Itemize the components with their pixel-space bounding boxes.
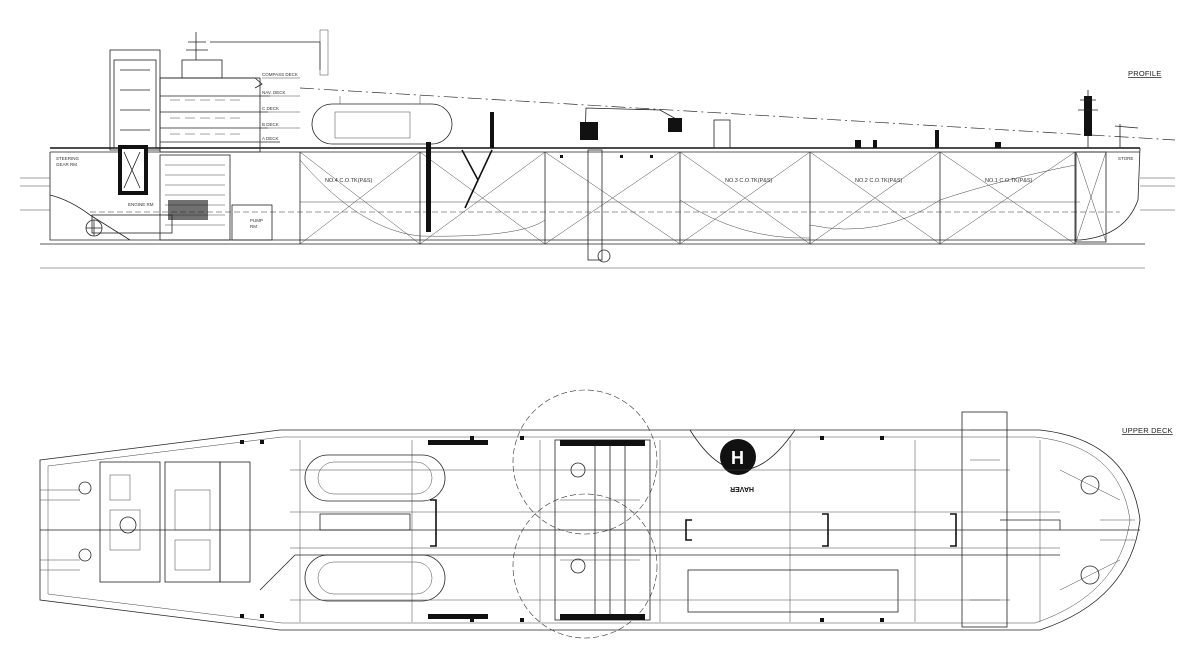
store-label: STORE (1118, 156, 1133, 161)
deck-capsule (311, 96, 453, 145)
upper-deck-title: UPPER DECK (1122, 426, 1173, 435)
fore-mast (20, 90, 1175, 243)
deck-fittings (560, 130, 1001, 158)
deck-hatch (687, 569, 899, 613)
b-deck-label: B DECK (262, 122, 279, 127)
stern-line (49, 194, 131, 241)
engine-rm-label: ENGINE RM (128, 202, 154, 207)
deck-hull-outline (39, 429, 1141, 631)
steering-gear-label-2: GEAR RM (56, 162, 77, 167)
tank-bulkheads (299, 151, 1076, 245)
tank-label-3: NO.3 C.O.TK(P&S) (725, 178, 773, 184)
hull-outline (49, 147, 1141, 241)
side-bollards (240, 436, 884, 622)
deck-equipment (426, 107, 731, 263)
helideck: H HAVER (689, 429, 796, 492)
upper-deck-view: UPPER DECK (39, 389, 1173, 639)
engine-room-block (85, 49, 273, 241)
deck-capsules (304, 454, 446, 602)
helipad-symbol: H (731, 448, 744, 468)
pump-rm-label-1: PUMP (250, 218, 263, 223)
tank-label-4: NO.4 C.O.TK(P&S) (325, 178, 373, 184)
superstructure (159, 29, 329, 153)
profile-view: PROFILE (20, 29, 1176, 269)
profile-title: PROFILE (1128, 69, 1162, 78)
nav-deck-label: NAV. DECK (262, 90, 286, 95)
deck-pipework (259, 469, 1061, 601)
compass-deck-label: COMPASS DECK (262, 72, 298, 77)
pump-rm-label-2: RM (250, 224, 257, 229)
crane-swing-circles (512, 389, 658, 639)
helipad-circle (720, 439, 756, 475)
steering-gear-label-1: STEERING (56, 156, 80, 161)
c-deck-label: C DECK (262, 106, 279, 111)
aft-accommodation (40, 461, 251, 583)
a-deck-label: A DECK (262, 136, 279, 141)
manifold-brackets (428, 440, 957, 619)
helideck-marking: HAVER (730, 485, 754, 492)
tank-label-1: NO.1 C.O.TK(P&S) (985, 178, 1033, 184)
tank-label-2: NO.2 C.O.TK(P&S) (855, 178, 903, 184)
sight-line (299, 87, 1176, 141)
windlass-area (961, 411, 1135, 628)
